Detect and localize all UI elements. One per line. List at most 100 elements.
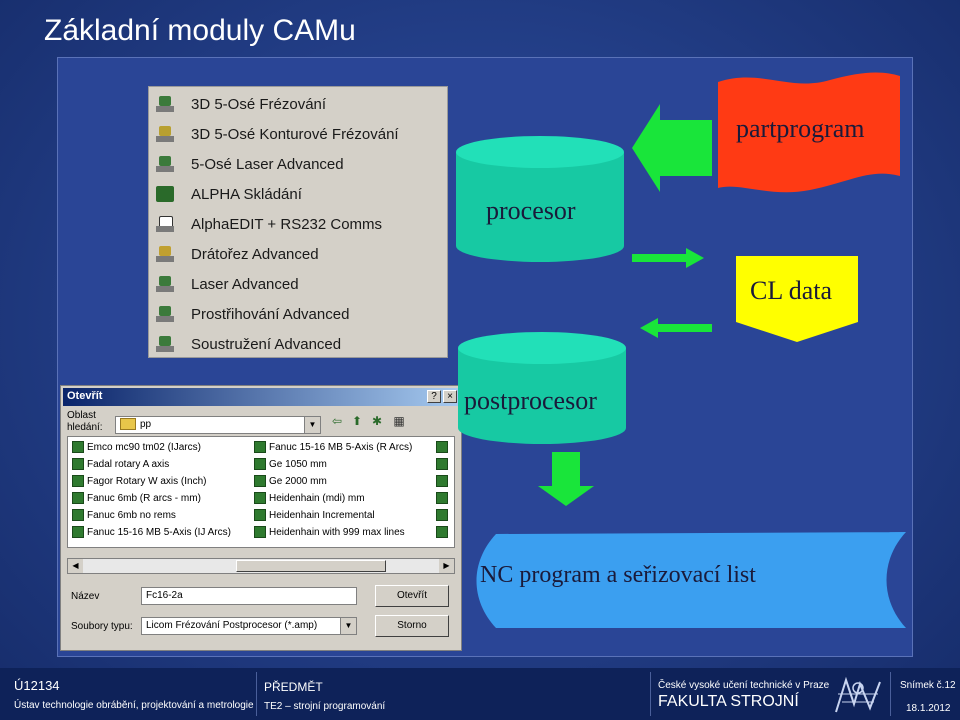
footer-divider xyxy=(650,672,651,716)
lookin-value: pp xyxy=(140,419,152,430)
scroll-right-icon[interactable]: ▶ xyxy=(439,559,454,573)
punching-icon xyxy=(155,304,177,324)
file-type-value: Licom Frézování Postprocesor (*.amp) xyxy=(146,620,318,631)
file-icon[interactable] xyxy=(436,441,448,453)
nc-program-shape xyxy=(476,532,906,628)
procesor-label: procesor xyxy=(486,196,576,225)
file-icon xyxy=(254,509,266,521)
file-icon xyxy=(254,475,266,487)
lookin-label-line2: hledání: xyxy=(67,422,103,433)
slide-number: Snímek č.12 xyxy=(900,680,956,691)
view-menu-icon[interactable]: ▦ xyxy=(393,414,405,428)
partprogram-shape xyxy=(718,72,900,193)
file-icon[interactable] xyxy=(436,526,448,538)
file-icon[interactable] xyxy=(436,492,448,504)
open-file-dialog: Otevřít ? × Oblast hledání: pp ▼ ⇦ ⬆ ✱ ▦… xyxy=(60,385,462,651)
slide-date: 18.1.2012 xyxy=(906,703,951,714)
folder-icon xyxy=(120,418,136,431)
scrollbar-thumb[interactable] xyxy=(236,560,386,572)
arrow-left-small-icon xyxy=(640,318,712,338)
lookin-combo[interactable]: pp ▼ xyxy=(115,416,321,434)
close-button[interactable]: × xyxy=(443,390,457,403)
list-item[interactable]: Ge 1050 mm xyxy=(254,456,327,472)
file-icon[interactable] xyxy=(436,475,448,487)
milling-icon xyxy=(155,94,177,114)
list-item[interactable]: Fanuc 6mb no rems xyxy=(72,507,176,523)
file-icon[interactable] xyxy=(436,458,448,470)
file-icon xyxy=(72,509,84,521)
file-icon xyxy=(72,526,84,538)
editor-icon xyxy=(155,214,177,234)
wire-edm-icon xyxy=(155,244,177,264)
menu-item[interactable]: 3D 5-Osé Frézování xyxy=(155,91,326,117)
list-item[interactable]: Heidenhain with 999 max lines xyxy=(254,524,405,540)
menu-item[interactable]: 3D 5-Osé Konturové Frézování xyxy=(155,121,399,147)
laser-advanced-icon xyxy=(155,274,177,294)
faculty-logo-icon xyxy=(835,676,881,713)
menu-item[interactable]: 5-Osé Laser Advanced xyxy=(155,151,344,177)
chevron-down-icon[interactable]: ▼ xyxy=(304,417,320,433)
modules-menu: 3D 5-Osé Frézování 3D 5-Osé Konturové Fr… xyxy=(148,86,448,358)
arrow-down-icon xyxy=(538,452,594,506)
file-list: Emco mc90 tm02 (IJarcs) Fadal rotary A a… xyxy=(67,436,455,548)
up-folder-icon[interactable]: ⬆ xyxy=(351,414,363,428)
arrow-right-small-icon xyxy=(632,248,704,268)
list-item[interactable]: Fagor Rotary W axis (Inch) xyxy=(72,473,206,489)
chevron-down-icon[interactable]: ▼ xyxy=(340,618,356,634)
file-icon xyxy=(254,526,266,538)
subject-name: TE2 – strojní programování xyxy=(264,701,386,712)
list-item[interactable]: Fanuc 6mb (R arcs - mm) xyxy=(72,490,201,506)
nc-program-label: NC program a seřizovací list xyxy=(480,562,756,588)
postprocesor-label: postprocesor xyxy=(464,386,597,415)
contour-milling-icon xyxy=(155,124,177,144)
list-item[interactable]: Fanuc 15-16 MB 5-Axis (IJ Arcs) xyxy=(72,524,231,540)
lookin-label-line1: Oblast xyxy=(67,410,96,421)
file-icon[interactable] xyxy=(436,509,448,521)
footer-divider xyxy=(890,672,891,716)
back-arrow-icon[interactable]: ⇦ xyxy=(331,414,343,428)
list-item[interactable]: Fadal rotary A axis xyxy=(72,456,169,472)
file-icon xyxy=(72,458,84,470)
arrow-left-large-icon xyxy=(632,104,712,192)
department-name: Ústav technologie obrábění, projektování… xyxy=(14,700,254,711)
course-code: Ú12134 xyxy=(14,678,60,693)
open-button[interactable]: Otevřít xyxy=(375,585,449,607)
laser-icon xyxy=(155,154,177,174)
horizontal-scrollbar[interactable]: ◀ ▶ xyxy=(67,558,455,574)
cl-data-label: CL data xyxy=(750,276,833,305)
list-item[interactable]: Heidenhain Incremental xyxy=(254,507,375,523)
footer xyxy=(0,668,960,720)
file-name-field[interactable]: Fc16-2a xyxy=(141,587,357,605)
list-item[interactable]: Emco mc90 tm02 (IJarcs) xyxy=(72,439,201,455)
nesting-icon xyxy=(155,184,177,204)
help-button[interactable]: ? xyxy=(427,390,441,403)
file-type-combo[interactable]: Licom Frézování Postprocesor (*.amp) ▼ xyxy=(141,617,357,635)
partprogram-label: partprogram xyxy=(736,114,865,143)
menu-item[interactable]: Laser Advanced xyxy=(155,271,299,297)
cancel-button[interactable]: Storno xyxy=(375,615,449,637)
file-icon xyxy=(254,441,266,453)
menu-item[interactable]: Prostřihování Advanced xyxy=(155,301,349,327)
slide-title: Základní moduly CAMu xyxy=(44,14,356,47)
list-item[interactable]: Fanuc 15-16 MB 5-Axis (R Arcs) xyxy=(254,439,412,455)
menu-item[interactable]: AlphaEDIT + RS232 Comms xyxy=(155,211,382,237)
turning-icon xyxy=(155,334,177,354)
university-name: České vysoké učení technické v Praze xyxy=(658,680,830,691)
cl-data-shape xyxy=(736,256,858,342)
menu-item[interactable]: ALPHA Skládání xyxy=(155,181,302,207)
scroll-left-icon[interactable]: ◀ xyxy=(68,559,83,573)
menu-item[interactable]: Drátořez Advanced xyxy=(155,241,319,267)
name-label: Název xyxy=(71,591,100,602)
list-item[interactable]: Ge 2000 mm xyxy=(254,473,327,489)
menu-item[interactable]: Soustružení Advanced xyxy=(155,331,341,357)
new-folder-icon[interactable]: ✱ xyxy=(371,414,383,428)
subject-label: PŘEDMĚT xyxy=(264,680,323,694)
faculty-name: FAKULTA STROJNÍ xyxy=(658,693,799,710)
dialog-title: Otevřít xyxy=(67,390,103,402)
postprocesor-cylinder xyxy=(458,332,626,444)
dialog-titlebar: Otevřít ? × xyxy=(63,388,459,406)
list-item[interactable]: Heidenhain (mdi) mm xyxy=(254,490,365,506)
file-icon xyxy=(72,492,84,504)
file-icon xyxy=(72,441,84,453)
